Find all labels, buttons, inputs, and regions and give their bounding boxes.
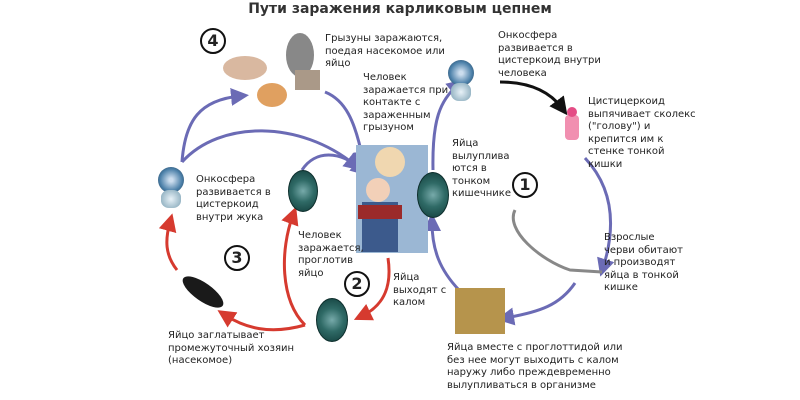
cyst-human-image [448,60,474,101]
egg-image [316,298,348,342]
label-human-swallow: Человек заражается, проглотив яйцо [298,230,364,279]
label-cysticercoid: Цистицеркоид выпячивает сколекс ("голову… [588,96,696,170]
beetle-image [182,276,224,308]
arrow-beetle-to-human [180,129,362,171]
arrow-egg-to-swallow [281,206,307,327]
rodents-image [223,33,320,107]
cysticercoid-image [565,107,579,140]
label-human-contact: Человек заражается при контакте с зараже… [363,72,449,133]
cyst-beetle-image [158,167,184,208]
adult-worm-image [511,209,603,274]
arrow-proglottid-to-egg [423,213,461,292]
step-number-1: 1 [512,172,538,198]
label-intermediate-host: Яйцо заглатывает промежуточный хозяин (н… [168,330,294,366]
diagram-title: Пути заражения карликовым цепнем [248,1,552,17]
egg-image [288,170,318,212]
step-number-2: 2 [344,271,370,297]
proglottid-image [455,288,505,334]
label-eggs-hatch: Яйца вылуплива ются в тонком кишечнике [452,138,511,199]
label-eggs-exit: Яйца выходят с калом [393,272,447,308]
step-number-3: 3 [224,245,250,271]
human-photo [356,145,428,253]
arrow-cysticercoid-to-worm [583,156,615,277]
label-proglottid: Яйца вместе с проглоттидой или без нее м… [447,342,623,391]
label-rodents: Грызуны заражаются, поедая насекомое или… [325,33,445,69]
label-adult-worms: Взрослые черви обитают и производят яйца… [604,232,683,293]
arrow-worm-to-proglottid [496,282,577,326]
arrow-egg-to-beetle [217,310,306,332]
step-number-4: 4 [200,28,226,54]
arrow-egg-to-human [300,153,369,177]
label-oncosphere-human: Онкосфера развивается в цистеркоид внутр… [498,30,601,79]
label-oncosphere-beetle: Онкосфера развивается в цистеркоид внутр… [196,174,271,223]
egg-image [417,172,449,218]
arrow-beetle-to-rodents [180,87,249,163]
arrow-beetle-to-cyst [158,213,179,271]
arrow-cyst-to-cysticercoid [499,80,568,116]
arrow-human-to-egg [353,257,391,321]
